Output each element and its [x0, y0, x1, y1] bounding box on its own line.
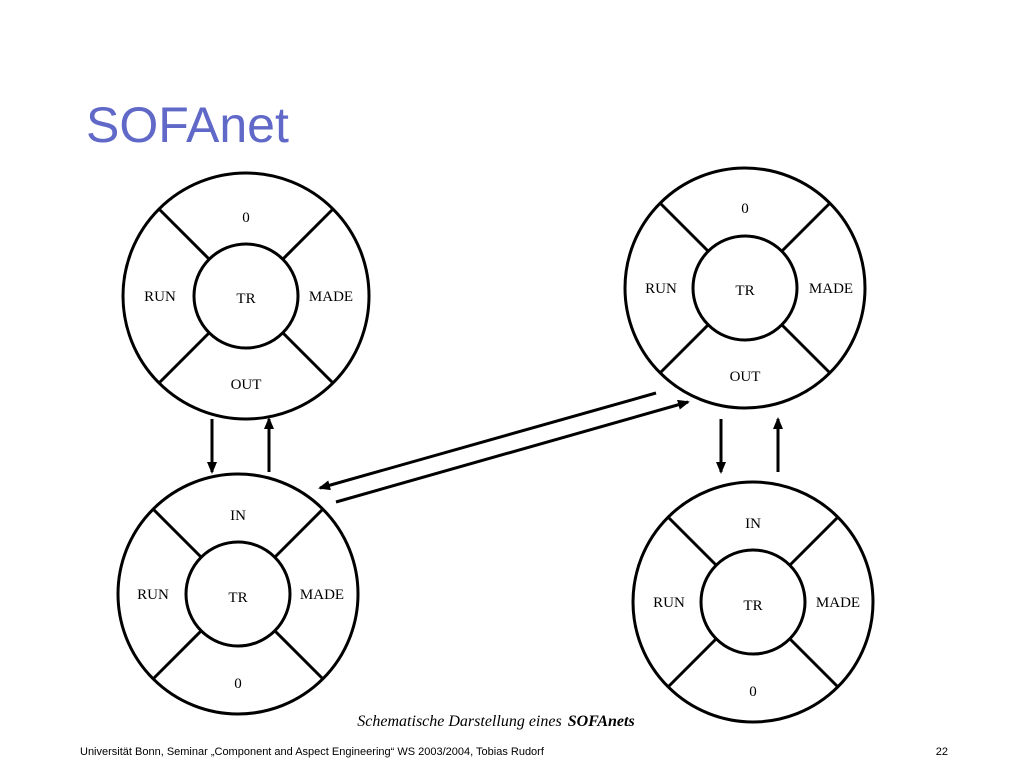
node-top-label: 0: [242, 210, 250, 226]
node-bottom-label: 0: [749, 684, 757, 700]
node-top-label: 0: [741, 201, 749, 217]
node-divider: [151, 629, 203, 681]
diagram-caption: Schematische Darstellung eines SOFAnets: [0, 713, 992, 731]
node-bottom-right: IN RUN TR MADE 0: [631, 480, 875, 724]
node-bottom-left: IN RUN TR MADE 0: [116, 472, 360, 716]
node-left-label: RUN: [645, 281, 677, 297]
node-top-right: 0 RUN TR MADE OUT: [623, 166, 867, 410]
node-center-label: TR: [735, 283, 754, 299]
node-outer-ring: [116, 472, 360, 716]
edge-top-right-to-bottom-left: [318, 391, 657, 491]
node-outer-ring: [121, 171, 371, 421]
node-inner-ring: [699, 548, 807, 656]
node-divider: [666, 637, 718, 689]
node-inner-ring: [192, 242, 300, 350]
node-divider: [666, 515, 718, 567]
node-outer-ring: [623, 166, 867, 410]
caption-emphasis: SOFAnets: [567, 713, 635, 730]
node-divider: [281, 331, 335, 385]
node-left-label: RUN: [144, 289, 176, 305]
node-divider: [273, 629, 325, 681]
node-divider: [157, 331, 211, 385]
caption-text: Schematische Darstellung eines: [357, 713, 562, 730]
node-center-label: TR: [743, 598, 762, 614]
node-divider: [273, 507, 325, 559]
node-divider: [788, 637, 840, 689]
node-center-label: TR: [228, 590, 247, 606]
node-divider: [151, 507, 203, 559]
node-right-label: MADE: [309, 289, 353, 305]
node-center-label: TR: [236, 291, 255, 307]
node-divider: [788, 515, 840, 567]
node-divider: [658, 201, 710, 253]
node-divider: [281, 207, 335, 261]
node-left-label: RUN: [653, 595, 685, 611]
node-divider: [157, 207, 211, 261]
node-right-label: MADE: [300, 587, 344, 603]
node-outer-ring: [631, 480, 875, 724]
slide-title: SOFAnet: [86, 97, 289, 153]
node-divider: [658, 323, 710, 375]
node-bottom-label: 0: [234, 676, 242, 692]
node-inner-ring: [184, 540, 292, 648]
node-bottom-label: OUT: [231, 377, 262, 393]
node-right-label: MADE: [816, 595, 860, 611]
node-top-left: 0 RUN TR MADE OUT: [121, 171, 371, 421]
node-bottom-label: OUT: [730, 369, 761, 385]
node-left-label: RUN: [137, 587, 169, 603]
edges-layer: [207, 391, 783, 504]
node-divider: [780, 201, 832, 253]
node-top-label: IN: [230, 508, 246, 524]
node-right-label: MADE: [809, 281, 853, 297]
node-top-label: IN: [745, 516, 761, 532]
edge-bottom-left-to-top-right: [335, 399, 690, 504]
node-inner-ring: [691, 234, 799, 342]
node-divider: [780, 323, 832, 375]
page-number: 22: [935, 746, 948, 758]
footer-text: Universität Bonn, Seminar „Component and…: [80, 746, 544, 758]
